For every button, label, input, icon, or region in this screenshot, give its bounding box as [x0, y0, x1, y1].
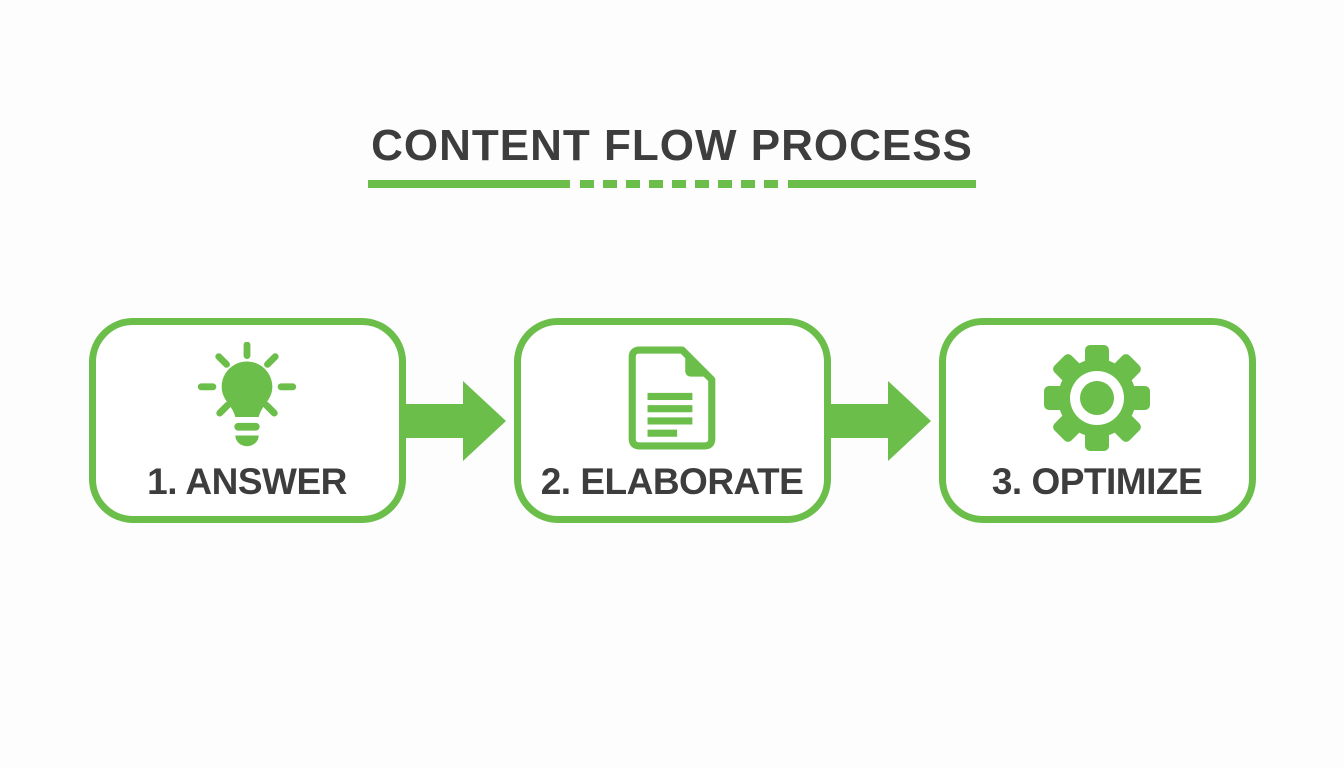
underline-solid-left — [368, 180, 570, 189]
underline-dash — [603, 180, 617, 189]
underline-solid-right — [788, 180, 976, 189]
process-flow: 1. ANSWER 2. ELABORATE — [0, 318, 1344, 524]
title-underline — [367, 180, 977, 189]
lightbulb-icon — [194, 341, 300, 455]
underline-dash — [741, 180, 755, 189]
underline-dash — [672, 180, 686, 189]
step-label: 2. ELABORATE — [540, 461, 804, 503]
step-box-optimize: 3. OPTIMIZE — [938, 318, 1256, 524]
flow-arrow-icon — [405, 380, 514, 461]
step-label: 1. ANSWER — [147, 461, 347, 503]
document-icon — [628, 341, 716, 455]
underline-dash — [649, 180, 663, 189]
gear-icon — [1042, 341, 1152, 455]
underline-dash — [626, 180, 640, 189]
underline-dash — [764, 180, 778, 189]
diagram-header: CONTENT FLOW PROCESS — [0, 0, 1344, 189]
underline-dash — [695, 180, 709, 189]
underline-dash — [580, 180, 594, 189]
underline-dashes — [580, 180, 778, 189]
step-box-answer: 1. ANSWER — [88, 318, 406, 524]
step-label: 3. OPTIMIZE — [991, 461, 1203, 503]
underline-dash — [718, 180, 732, 189]
flow-arrow-icon — [830, 380, 939, 461]
step-box-elaborate: 2. ELABORATE — [513, 318, 831, 524]
page-title: CONTENT FLOW PROCESS — [371, 121, 973, 170]
